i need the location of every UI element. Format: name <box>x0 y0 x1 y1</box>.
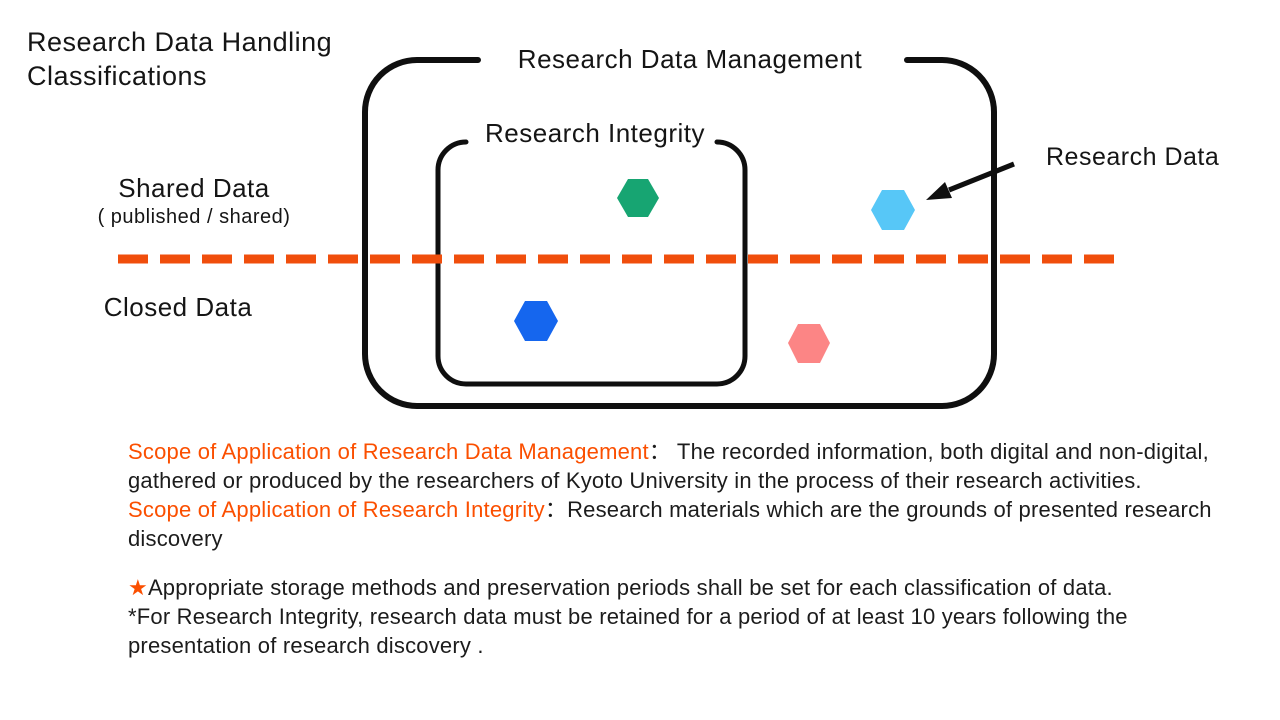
scope-ri-lead: Scope of Application of Research Integri… <box>128 497 545 522</box>
row-label-shared-data: Shared Data ( published / shared) <box>60 174 328 229</box>
page-title-line1: Research Data Handling <box>27 27 333 57</box>
scope-rdm-body: The recorded information, both digital a… <box>128 439 1209 493</box>
star-icon: ★ <box>128 575 148 600</box>
scope-ri-colon: ： <box>544 497 568 522</box>
hexagon-closed-integrity-icon <box>514 301 558 341</box>
retention-note: *For Research Integrity, research data m… <box>128 602 1250 660</box>
scope-rdm-colon: ： <box>648 439 672 464</box>
hexagon-shared-outside-icon <box>871 190 915 230</box>
shared-data-label: Shared Data <box>118 173 270 203</box>
scope-rdm-lead: Scope of Application of Research Data Ma… <box>128 439 649 464</box>
research-data-arrow-line <box>948 161 1015 193</box>
storage-note-text: Appropriate storage methods and preserva… <box>147 575 1113 600</box>
row-label-closed-data: Closed Data <box>58 293 298 321</box>
storage-note: ★Appropriate storage methods and preserv… <box>128 573 1250 602</box>
closed-data-label: Closed Data <box>103 292 253 322</box>
scope-rdm-paragraph: Scope of Application of Research Data Ma… <box>128 437 1250 495</box>
outer-box-border <box>362 57 997 409</box>
shared-data-sublabel: ( published / shared) <box>97 206 291 228</box>
inner-box-label: Research Integrity <box>485 118 705 148</box>
page-title: Research Data Handling Classifications <box>27 25 332 93</box>
scope-ri-body: Research materials which are the grounds… <box>128 497 1212 551</box>
scope-ri-paragraph: Scope of Application of Research Integri… <box>128 495 1250 553</box>
hexagon-shared-integrity-icon <box>617 179 659 217</box>
page-title-line2: Classifications <box>27 61 208 91</box>
research-data-pointer-label: Research Data <box>1046 143 1220 171</box>
retention-note-text: *For Research Integrity, research data m… <box>128 604 1128 658</box>
inner-box-border <box>435 139 748 387</box>
notes-block: ★Appropriate storage methods and preserv… <box>128 573 1250 660</box>
description-text: Scope of Application of Research Data Ma… <box>128 437 1250 660</box>
outer-box-label: Research Data Management <box>517 44 863 74</box>
hexagon-closed-outside-icon <box>788 324 830 363</box>
research-data-arrow-head-icon <box>926 182 952 200</box>
